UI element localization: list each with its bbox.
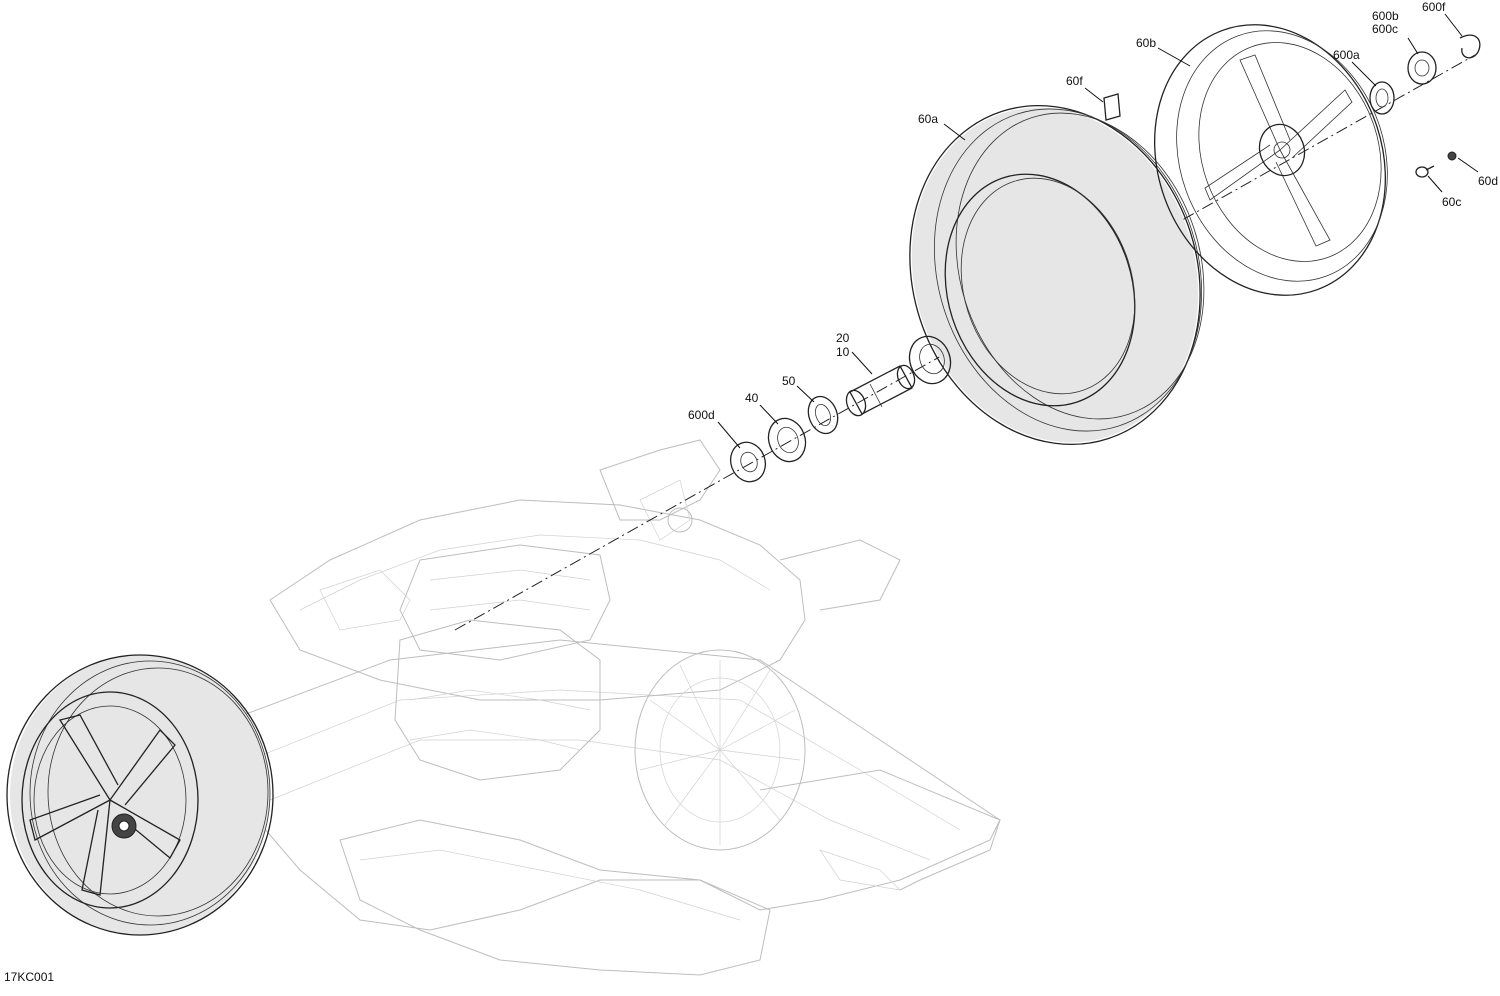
front-wheel-assembled — [6, 654, 274, 936]
callout-60f: 60f — [1066, 74, 1083, 88]
valve-60c — [1415, 165, 1435, 178]
callout-60a: 60a — [918, 112, 938, 126]
callout-600c: 600c — [1372, 22, 1398, 36]
axle-hub-20-10 — [845, 364, 916, 417]
callout-10: 10 — [836, 345, 850, 359]
callout-20: 20 — [836, 331, 850, 345]
leader-lines — [717, 13, 1479, 449]
vehicle-ghost — [89, 439, 1001, 976]
callout-40: 40 — [745, 391, 759, 405]
tag-60f — [1103, 93, 1121, 121]
callout-600d: 600d — [688, 408, 715, 422]
spacer-600a — [1369, 81, 1395, 115]
callout-600f: 600f — [1422, 0, 1446, 14]
callout-60d: 60d — [1478, 174, 1498, 188]
callout-600a: 600a — [1333, 48, 1360, 62]
bearing-40 — [767, 417, 807, 463]
callout-50: 50 — [782, 374, 796, 388]
clip-600f — [1459, 34, 1481, 59]
callout-600b: 600b — [1372, 9, 1399, 23]
gear-50 — [807, 395, 839, 435]
callout-labels: 600f 600b 600c 60b 600a 60f 60a 60d 60c … — [688, 0, 1498, 422]
callout-60b: 60b — [1136, 36, 1156, 50]
drawing-code: 17KC001 — [4, 970, 54, 984]
rear-rim-60b — [1154, 24, 1388, 296]
callout-60c: 60c — [1442, 195, 1461, 209]
nut-600b-600c — [1407, 51, 1437, 85]
rear-tire-60a — [909, 104, 1205, 446]
cap-60d — [1447, 151, 1457, 161]
nut-600d — [729, 441, 767, 483]
bearing-outer — [908, 335, 952, 385]
